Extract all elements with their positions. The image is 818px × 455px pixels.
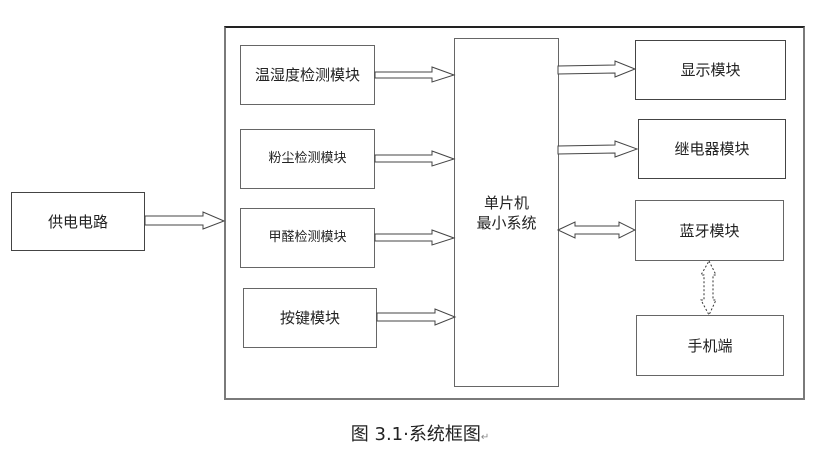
block-label: 甲醛检测模块 <box>268 230 347 245</box>
block-relay-module: 继电器模块 <box>638 119 786 179</box>
block-dust-module: 粉尘检测模块 <box>240 129 375 189</box>
arrow-mcu-to-relay <box>557 140 639 158</box>
arrow-mcu-bluetooth-bidirectional <box>556 221 637 239</box>
paragraph-mark-icon: ↵ <box>480 432 490 443</box>
block-power-circuit: 供电电路 <box>11 192 145 251</box>
figure-caption: 图 3.1·系统框图↵ <box>0 420 818 446</box>
block-label: 按键模块 <box>279 309 340 327</box>
block-mcu-minimum-system: 单片机 最小系统 <box>454 38 559 387</box>
arrow-keys-to-mcu <box>376 308 457 326</box>
arrow-power-to-system <box>144 211 226 230</box>
block-phone: 手机端 <box>636 315 784 376</box>
block-label: 显示模块 <box>680 61 741 79</box>
arrow-bluetooth-phone-wireless <box>700 259 717 317</box>
block-label: 供电电路 <box>47 212 108 231</box>
block-bluetooth-module: 蓝牙模块 <box>635 200 784 261</box>
arrow-dust-to-mcu <box>374 150 456 167</box>
caption-text: 图 3.1·系统框图 <box>350 424 481 445</box>
block-label: 继电器模块 <box>674 140 750 158</box>
block-label: 手机端 <box>687 336 733 355</box>
system-boundary <box>224 26 805 400</box>
block-label: 蓝牙模块 <box>679 221 740 240</box>
block-temp-humidity-module: 温湿度检测模块 <box>240 45 375 105</box>
arrow-mcu-to-display <box>557 60 637 78</box>
block-label: 温湿度检测模块 <box>254 66 360 84</box>
arrow-formaldehyde-to-mcu <box>374 229 456 246</box>
arrow-temp-humidity-to-mcu <box>374 66 456 83</box>
block-label: 单片机 最小系统 <box>476 193 537 232</box>
block-label: 粉尘检测模块 <box>268 151 347 166</box>
block-display-module: 显示模块 <box>635 40 786 100</box>
